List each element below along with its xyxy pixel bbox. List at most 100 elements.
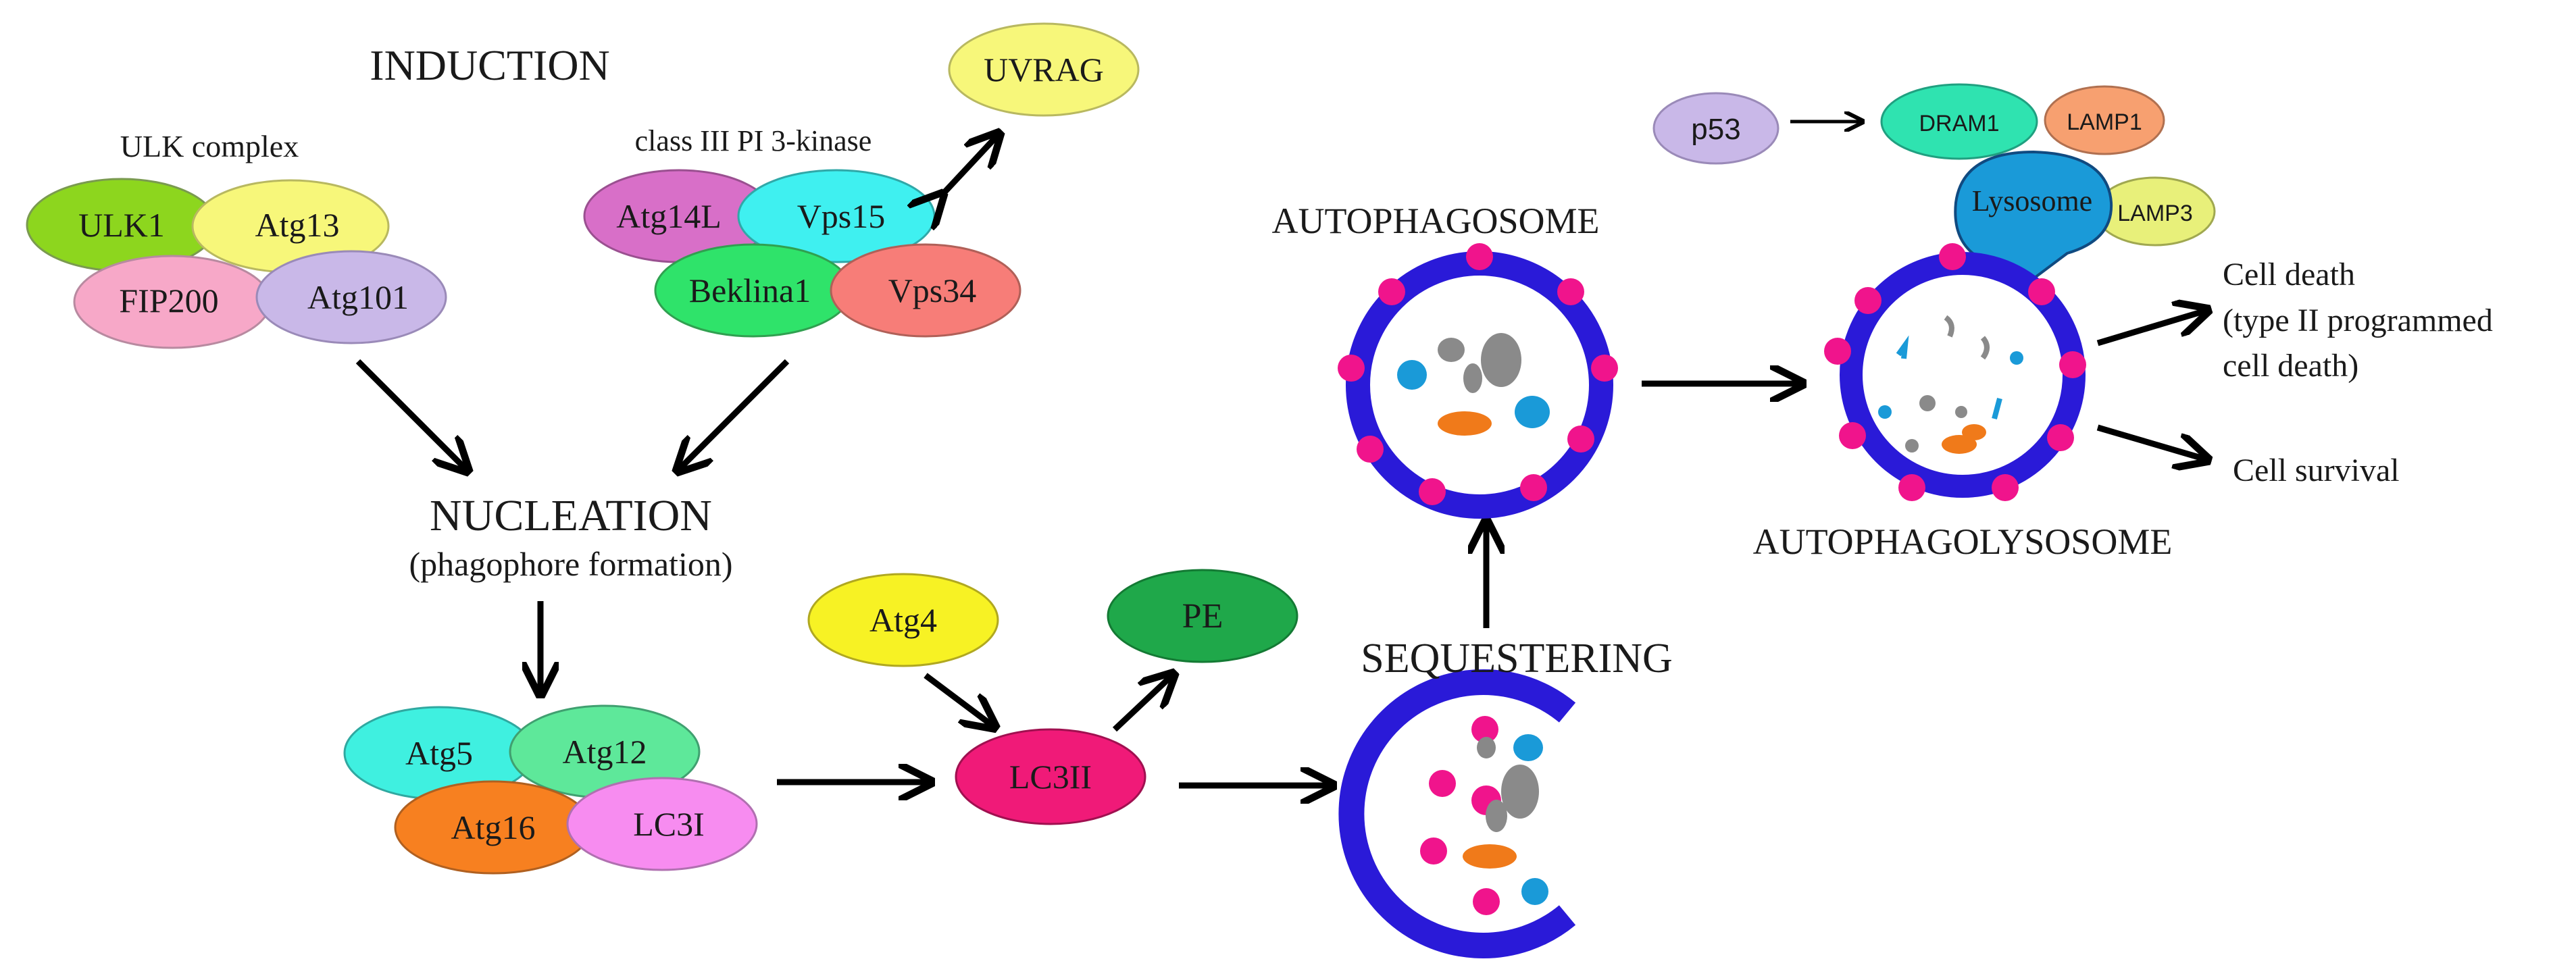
cargo-granule — [1481, 333, 1521, 387]
membrane-dot — [1429, 770, 1456, 797]
degraded-fragment — [1992, 397, 2002, 420]
cargo-vesicle — [1513, 734, 1543, 761]
membrane-dot — [1338, 355, 1365, 382]
pe-label: PE — [1182, 597, 1223, 636]
pi3k-complex-title: class III PI 3-kinase — [635, 124, 872, 157]
degraded-fragment — [1980, 336, 1990, 360]
degraded-fragment — [1955, 406, 1967, 418]
membrane-dot — [1357, 436, 1384, 463]
atg12-label: Atg12 — [563, 733, 647, 771]
cell-survival-label: Cell survival — [2233, 453, 2400, 488]
autophagosome-label: AUTOPHAGOSOME — [1271, 201, 1599, 241]
ulk1-label: ULK1 — [78, 206, 165, 244]
nucleation-sublabel: (phagophore formation) — [409, 545, 732, 583]
membrane-dot — [1557, 278, 1584, 305]
induction-label: INDUCTION — [370, 41, 610, 89]
nucleation-label: NUCLEATION — [430, 491, 712, 540]
lysosome-body — [1954, 150, 2113, 286]
p53-label: p53 — [1691, 113, 1740, 146]
atg4-to-lc3ii-arrow — [924, 673, 993, 726]
membrane-dot — [1420, 837, 1447, 865]
cargo-granule — [1463, 363, 1482, 393]
pe-node — [1107, 569, 1298, 663]
membrane-dot — [2047, 424, 2074, 451]
vps34-node — [830, 243, 1021, 338]
cell-death-sublabel-2: cell death) — [2223, 348, 2358, 384]
degraded-fragment — [1896, 335, 1909, 359]
lc3ii-node — [955, 728, 1146, 825]
cargo-vesicle — [1397, 360, 1427, 390]
autophagolysosome-label: AUTOPHAGOLYSOSOME — [1753, 521, 2173, 562]
membrane-dot — [1854, 287, 1882, 314]
atg101-node — [255, 250, 447, 344]
membrane-dot — [1419, 478, 1446, 505]
atg101-label: Atg101 — [307, 278, 409, 316]
ulk-complex: ULK1 Atg13 FIP200 Atg101 — [26, 178, 447, 349]
lc3i-label: LC3I — [633, 805, 705, 843]
lc3ii-label: LC3II — [1009, 758, 1092, 796]
atg4-node — [807, 573, 999, 667]
membrane-dot — [1378, 278, 1405, 305]
membrane-dot — [1898, 474, 1925, 501]
membrane-dot — [1473, 888, 1500, 915]
membrane-dot — [1471, 716, 1498, 743]
p53-node — [1652, 92, 1779, 165]
pi3k-to-nucleation-arrow — [679, 359, 790, 469]
cargo-vesicle — [1521, 878, 1548, 905]
degraded-fragment — [2010, 351, 2023, 365]
atg16-label: Atg16 — [451, 808, 536, 846]
cargo-mitochondrion — [1438, 411, 1492, 436]
phagophore — [1338, 669, 1576, 958]
lysosome: Lysosome — [1954, 150, 2113, 286]
fip200-label: FIP200 — [119, 282, 218, 319]
degraded-fragment — [1944, 315, 1954, 338]
cargo-granule — [1501, 765, 1539, 819]
degraded-fragment — [1919, 395, 1936, 411]
atg14l-label: Atg14L — [616, 197, 722, 235]
cargo-mitochondrion — [1463, 844, 1517, 869]
lamp3-label: LAMP3 — [2117, 201, 2193, 226]
membrane-dot — [1591, 355, 1618, 382]
membrane-dot — [1824, 338, 1851, 365]
membrane-dot — [1839, 422, 1866, 449]
dram1-node — [1880, 83, 2038, 160]
autophagolysosome — [1824, 243, 2086, 501]
ulk-complex-title: ULK complex — [120, 129, 299, 163]
membrane-dot — [2028, 278, 2055, 305]
lamp1-label: LAMP1 — [2067, 109, 2142, 135]
to-cell-death-arrow — [2096, 311, 2206, 346]
degraded-mitochondrion — [1942, 435, 1977, 454]
cell-death-sublabel-1: (type II programmed — [2223, 303, 2493, 338]
lysosome-label: Lysosome — [1972, 184, 2092, 217]
pi3k-complex: Atg14L Vps15 Beklina1 Vps34 — [583, 169, 1021, 338]
sequestering-label: SEQUESTERING — [1361, 636, 1673, 681]
autophagosome — [1338, 243, 1618, 519]
membrane-dot — [1567, 425, 1594, 453]
lc3i-node — [566, 777, 758, 871]
cargo-granule — [1438, 338, 1465, 362]
uvrag-node — [948, 22, 1140, 117]
cell-death-label: Cell death — [2223, 257, 2355, 292]
degraded-fragment — [1878, 405, 1892, 419]
vps34-label: Vps34 — [888, 272, 977, 309]
phagophore-membrane — [1338, 669, 1576, 958]
dram1-label: DRAM1 — [1919, 111, 1999, 136]
cargo-granule — [1477, 737, 1496, 758]
degraded-fragment — [1905, 439, 1919, 453]
cargo-vesicle — [1515, 396, 1550, 428]
membrane-dot — [1520, 474, 1547, 501]
membrane-dot — [1939, 243, 1966, 270]
degraded-mitochondrion — [1962, 424, 1986, 440]
lc3ii-to-pe-arrow — [1112, 675, 1172, 732]
beklina1-label: Beklina1 — [689, 272, 811, 309]
membrane-dot — [1992, 474, 2019, 501]
membrane-dot — [1466, 243, 1493, 270]
atg4-label: Atg4 — [869, 601, 937, 639]
uvrag-binding-arrow — [941, 135, 998, 196]
membrane-dot — [2059, 351, 2086, 378]
ulk-to-nucleation-arrow — [355, 359, 466, 469]
to-cell-survival-arrow — [2096, 424, 2206, 459]
lamp1-node — [2044, 85, 2165, 155]
vps15-label: Vps15 — [797, 197, 886, 235]
